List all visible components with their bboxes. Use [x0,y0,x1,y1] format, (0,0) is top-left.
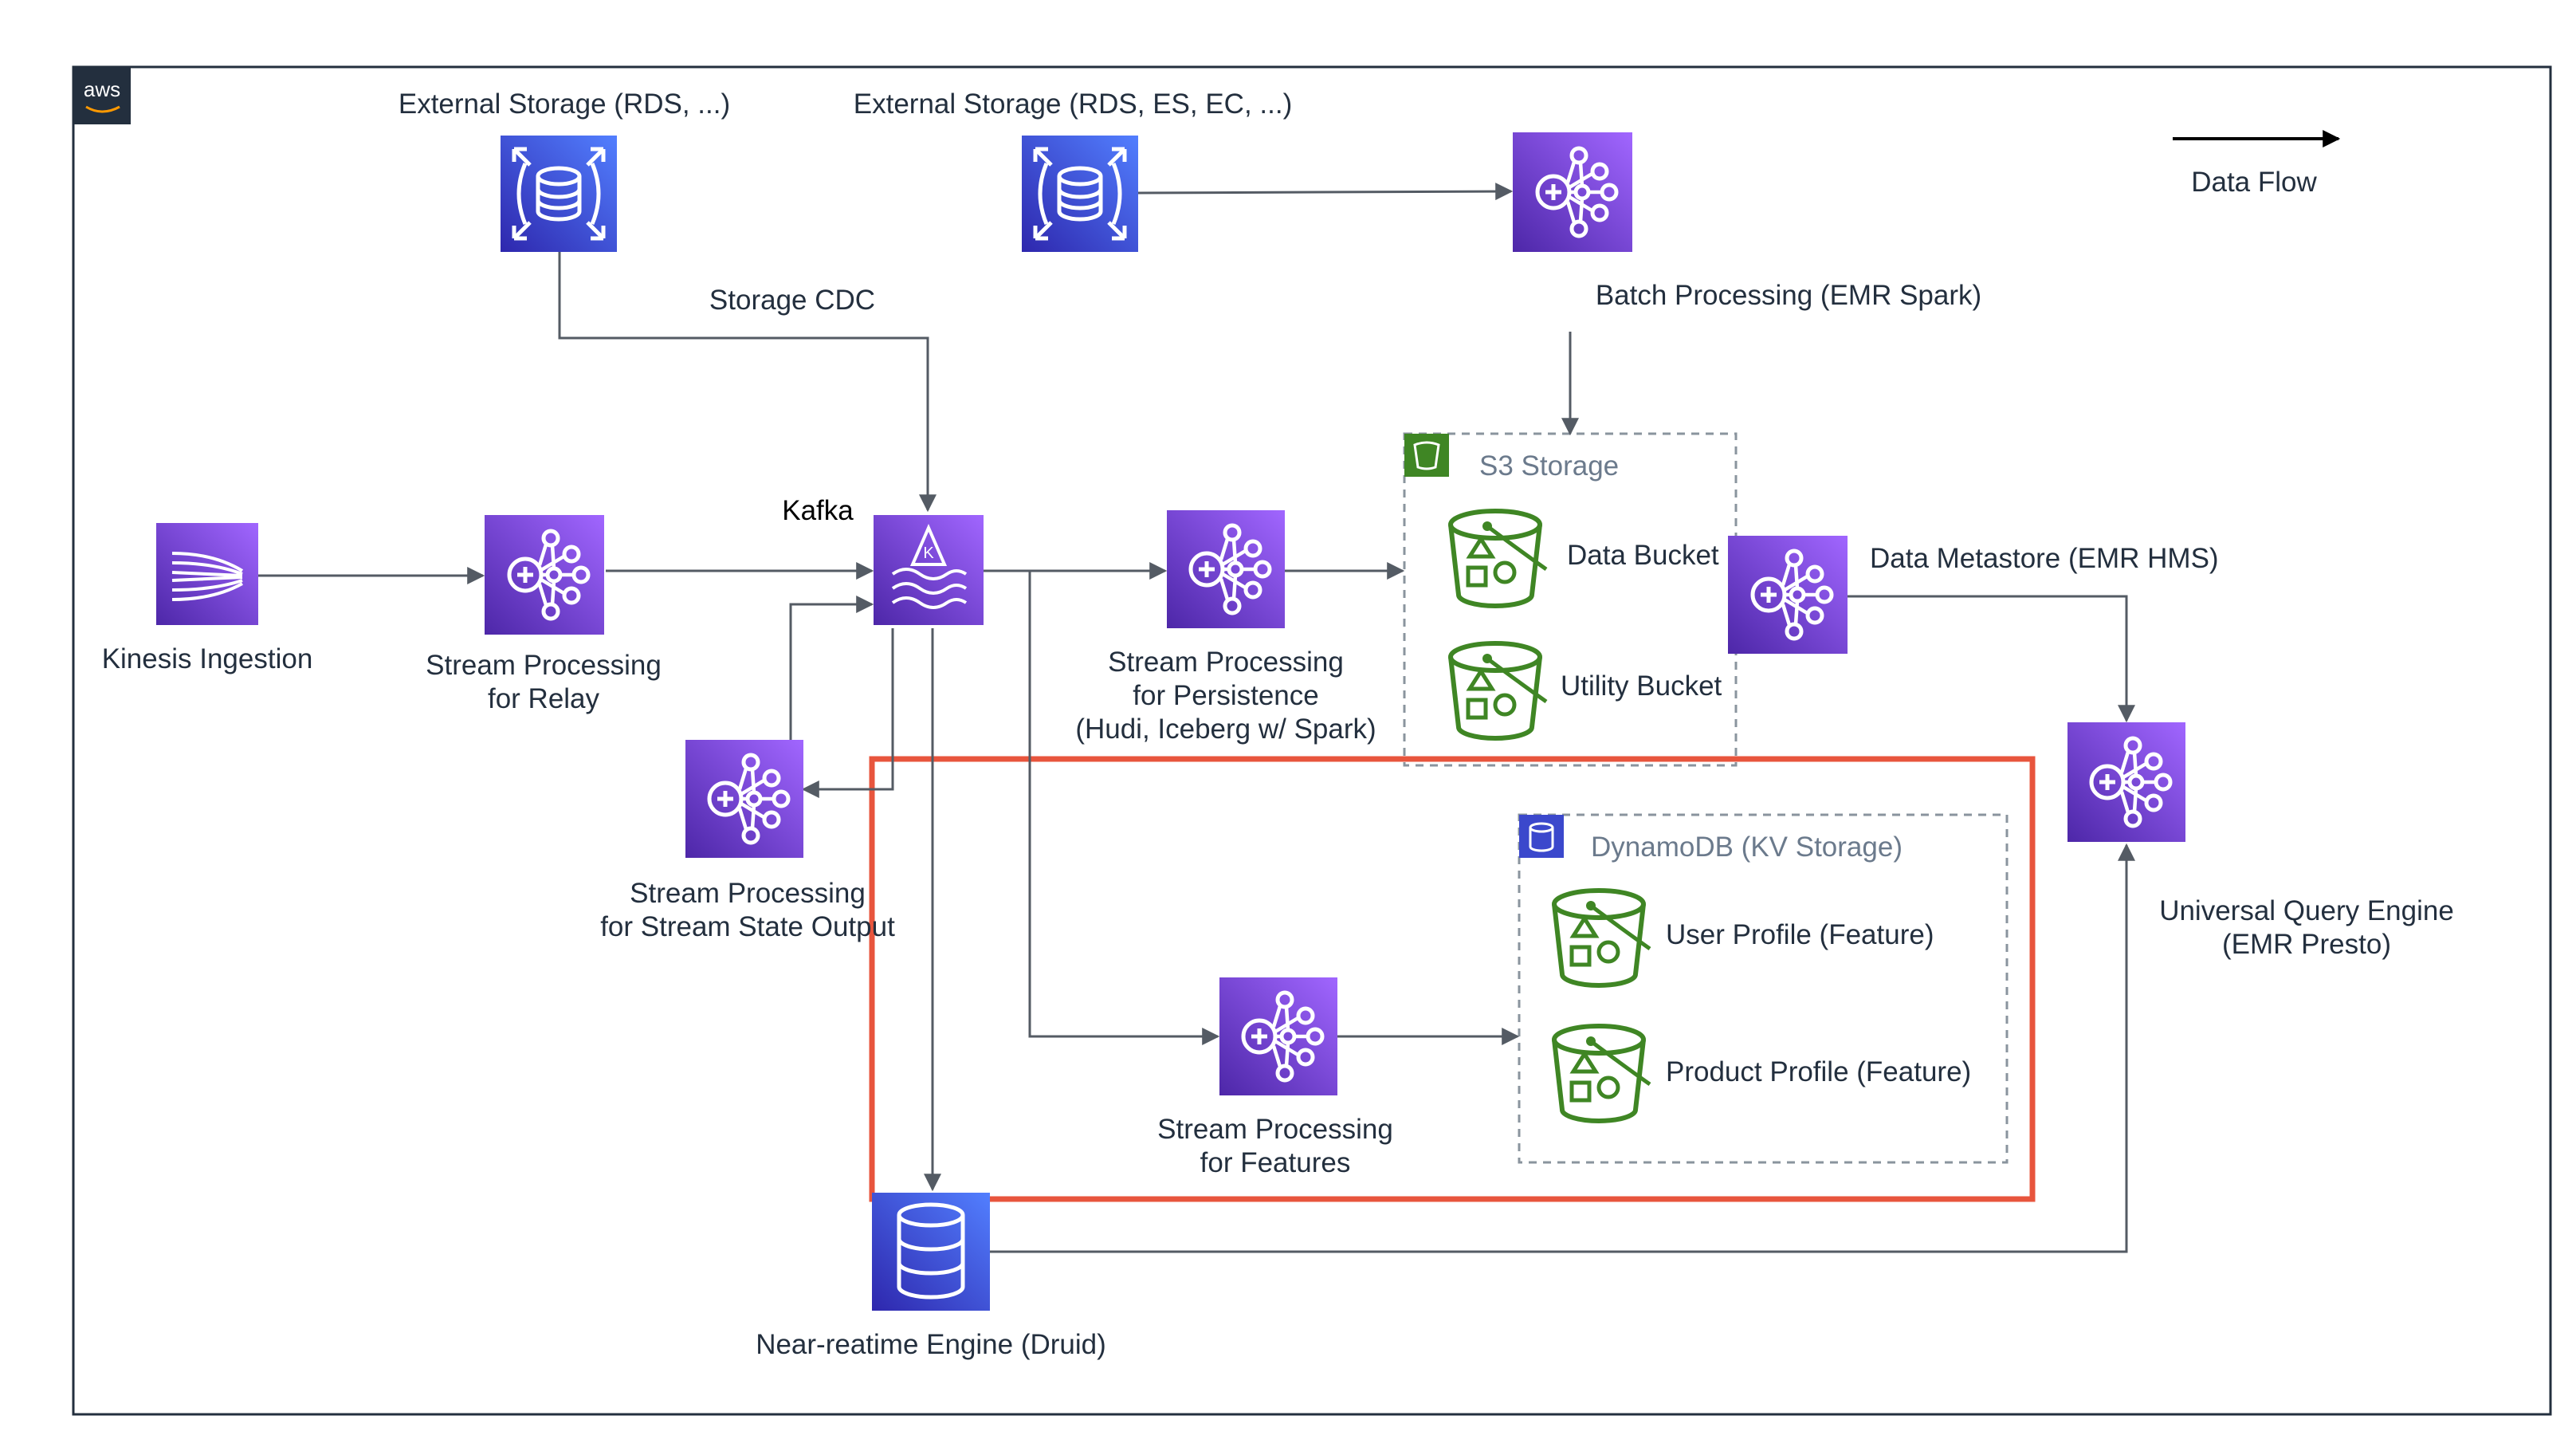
external-storage-1-label: External Storage (RDS, ...) [399,88,730,120]
dynamodb-group-title: DynamoDB (KV Storage) [1591,832,1903,863]
kafka-icon[interactable]: K [874,515,984,625]
edge-kafka-to-features [984,569,1220,1045]
svg-text:K: K [923,545,934,562]
data-bucket-icon[interactable] [1451,511,1546,606]
s3-group-icon [1404,434,1449,477]
s3-group-title: S3 Storage [1479,450,1619,482]
utility-bucket-icon[interactable] [1451,643,1546,738]
query-engine-label-2: (EMR Presto) [2222,929,2391,960]
kinesis-icon[interactable] [156,523,258,625]
relay-label-2: for Relay [488,683,600,714]
user-profile-label: User Profile (Feature) [1666,919,1934,950]
edge-druid-to-query [988,843,2135,1253]
query-engine-icon[interactable] [2067,722,2185,842]
dynamodb-group: DynamoDB (KV Storage) [1518,813,2009,1164]
edge-ext1-to-kafka [558,252,937,513]
aws-logo: aws [73,67,131,124]
persistence-label-2: for Persistence [1133,680,1318,711]
aws-cloud-border [72,65,2552,1416]
relay-label-1: Stream Processing [426,650,662,681]
persistence-label-1: Stream Processing [1108,647,1344,678]
legend-label: Data Flow [2191,167,2317,198]
utility-bucket-label: Utility Bucket [1561,670,1722,702]
metastore-icon[interactable] [1728,536,1848,654]
connectors [258,183,2135,1253]
batch-processing-label: Batch Processing (EMR Spark) [1596,280,1981,311]
druid-label: Near-reatime Engine (Druid) [756,1329,1106,1360]
metastore-label: Data Metastore (EMR HMS) [1870,543,2219,574]
edge-kafka-to-state [801,628,894,798]
product-profile-table-icon[interactable] [1554,1026,1650,1121]
product-profile-label: Product Profile (Feature) [1666,1056,1971,1087]
persistence-label-3: (Hudi, Iceberg w/ Spark) [1075,714,1376,745]
rds-icon-2[interactable] [1022,136,1138,252]
data-bucket-label: Data Bucket [1567,540,1719,571]
s3-storage-group: S3 Storage [1403,432,1738,767]
rds-icon-1[interactable] [501,136,617,252]
kinesis-label: Kinesis Ingestion [102,643,313,674]
highlight-box [869,756,2036,1202]
storage-cdc-label: Storage CDC [709,285,875,316]
features-label-1: Stream Processing [1157,1114,1393,1145]
edge-ext2-to-batch [1137,183,1514,201]
state-label-2: for Stream State Output [600,911,895,942]
features-label-2: for Features [1200,1147,1351,1178]
edge-state-to-kafka [789,596,874,741]
external-storage-2-label: External Storage (RDS, ES, EC, ...) [854,88,1292,120]
batch-processing-icon[interactable] [1513,132,1632,252]
stream-persistence-icon[interactable] [1167,510,1285,628]
stream-features-icon[interactable] [1219,977,1337,1095]
kafka-label: Kafka [782,495,854,526]
stream-state-icon[interactable] [685,740,803,858]
edge-metastore-to-query [1848,595,2135,723]
svg-text:aws: aws [84,77,120,101]
user-profile-table-icon[interactable] [1554,891,1650,985]
druid-icon[interactable] [872,1193,990,1311]
stream-relay-icon[interactable] [485,515,604,635]
query-engine-label-1: Universal Query Engine [2159,895,2454,926]
legend: Data Flow [2173,130,2341,198]
state-label-1: Stream Processing [630,878,866,909]
